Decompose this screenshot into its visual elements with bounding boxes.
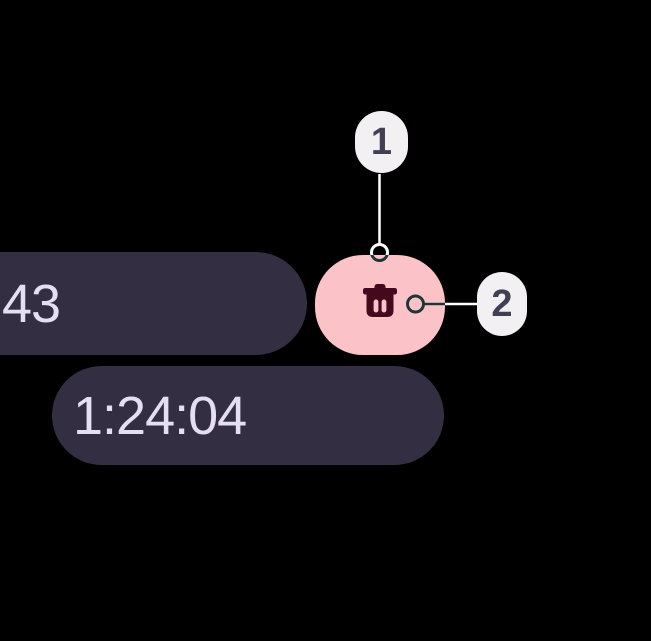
elapsed-time-pill: 43 xyxy=(0,252,307,355)
lap-time-pill: 1:24:04 xyxy=(52,366,444,465)
callout-2-label: 2 xyxy=(491,282,513,325)
callout-badge-1: 1 xyxy=(355,111,408,173)
elapsed-time-text: 43 xyxy=(2,273,61,334)
callout-badge-2: 2 xyxy=(477,272,527,336)
lap-time-text: 1:24:04 xyxy=(73,385,247,446)
callout-1-label: 1 xyxy=(370,120,393,163)
delete-button[interactable] xyxy=(315,255,445,355)
trash-icon xyxy=(363,284,397,317)
